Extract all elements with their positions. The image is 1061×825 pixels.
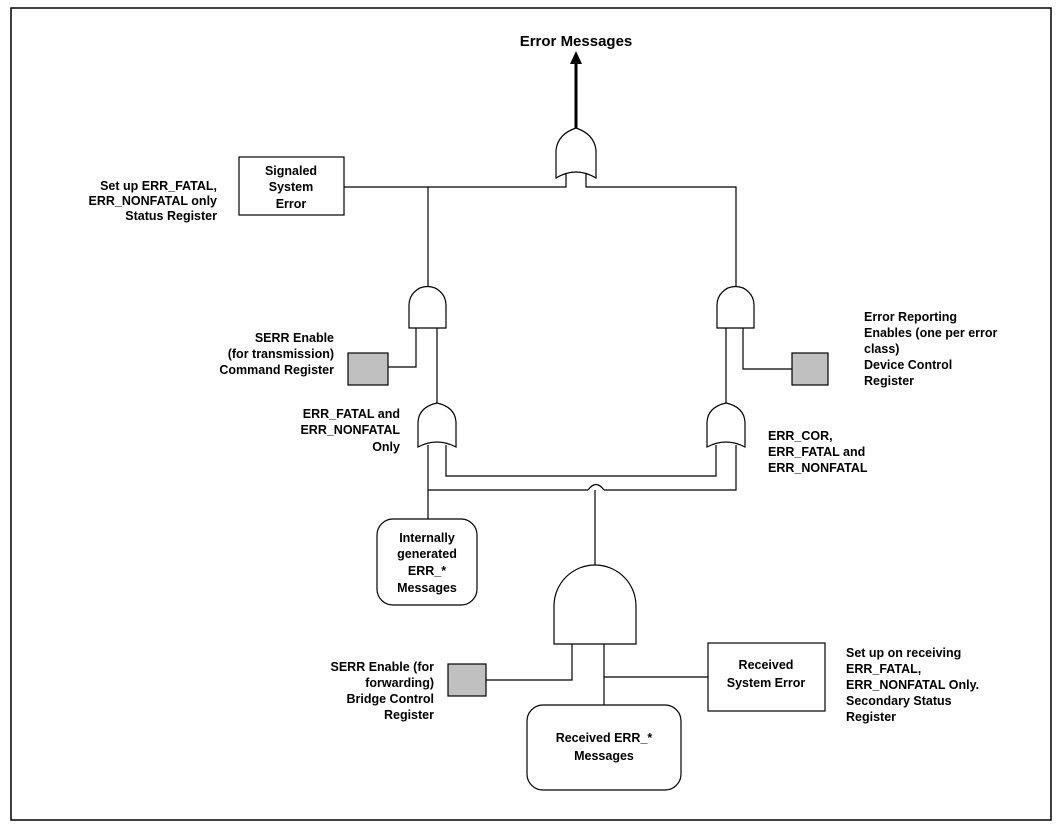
svg-text:(for transmission): (for transmission) xyxy=(228,347,334,361)
svg-text:forwarding): forwarding) xyxy=(365,676,434,690)
svg-text:Set up ERR_FATAL,: Set up ERR_FATAL, xyxy=(100,179,217,193)
serr-forwarding-label: SERR Enable (for forwarding) Bridge Cont… xyxy=(331,660,435,722)
svg-text:ERR_FATAL,: ERR_FATAL, xyxy=(846,662,921,676)
received-system-error-label: Received System Error xyxy=(727,658,806,690)
svg-text:Command Register: Command Register xyxy=(219,363,334,377)
svg-text:ERR_COR,: ERR_COR, xyxy=(768,429,833,443)
setup-fatal-label: Set up ERR_FATAL, ERR_NONFATAL only Stat… xyxy=(89,179,218,223)
svg-text:Enables (one per error: Enables (one per error xyxy=(864,326,998,340)
internally-generated-label: Internally generated ERR_* Messages xyxy=(397,531,457,595)
svg-text:Signaled: Signaled xyxy=(265,164,317,178)
svg-text:Messages: Messages xyxy=(397,581,457,595)
svg-text:Bridge Control: Bridge Control xyxy=(347,692,435,706)
svg-text:ERR_NONFATAL Only.: ERR_NONFATAL Only. xyxy=(846,678,979,692)
svg-text:Messages: Messages xyxy=(574,749,634,763)
fatal-nonfatal-only-label: ERR_FATAL and ERR_NONFATAL Only xyxy=(300,407,400,454)
signaled-system-error-label: Signaled System Error xyxy=(265,164,317,211)
output-arrow-head xyxy=(570,51,582,64)
svg-text:ERR_*: ERR_* xyxy=(408,564,446,578)
top-or-gate xyxy=(555,127,597,180)
right-or-gate xyxy=(706,402,746,448)
svg-text:ERR_NONFATAL: ERR_NONFATAL xyxy=(300,423,400,437)
svg-text:generated: generated xyxy=(397,547,457,561)
wire-shared-internal-bus xyxy=(445,445,717,477)
serr-enable-transmission-square xyxy=(347,352,389,386)
wire-serr-transmission xyxy=(388,328,417,368)
svg-text:ERR_NONFATAL only: ERR_NONFATAL only xyxy=(89,194,218,208)
received-messages-label: Received ERR_* Messages xyxy=(556,731,653,763)
svg-text:System Error: System Error xyxy=(727,676,806,690)
svg-text:Register: Register xyxy=(846,710,896,724)
svg-text:Received: Received xyxy=(739,658,794,672)
left-and-gate xyxy=(408,285,447,329)
left-or-gate xyxy=(417,402,457,448)
wire-crossover-bridge xyxy=(587,483,605,491)
wire-top-or-left-input xyxy=(344,174,567,188)
svg-text:class): class) xyxy=(864,342,899,356)
svg-text:ERR_FATAL and: ERR_FATAL and xyxy=(303,407,400,421)
error-reporting-enable-square xyxy=(791,352,829,386)
svg-text:Error Reporting: Error Reporting xyxy=(864,310,957,324)
setup-receiving-label: Set up on receiving ERR_FATAL, ERR_NONFA… xyxy=(846,646,979,724)
received-system-error-box xyxy=(707,642,826,712)
svg-text:Only: Only xyxy=(372,440,400,454)
svg-text:System: System xyxy=(269,180,313,194)
diagram-border xyxy=(10,7,1052,821)
svg-text:ERR_NONFATAL: ERR_NONFATAL xyxy=(768,461,868,475)
svg-text:Error: Error xyxy=(276,197,307,211)
bottom-and-gate xyxy=(553,564,637,645)
right-and-gate xyxy=(716,285,755,329)
received-messages-box xyxy=(526,704,682,791)
svg-text:Device Control: Device Control xyxy=(864,358,952,372)
diagram-title: Error Messages xyxy=(520,33,633,50)
svg-text:Received ERR_*: Received ERR_* xyxy=(556,731,653,745)
svg-text:SERR Enable: SERR Enable xyxy=(255,331,334,345)
serr-enable-forwarding-square xyxy=(447,663,487,697)
svg-text:Set up on receiving: Set up on receiving xyxy=(846,646,961,660)
signaled-system-error-box xyxy=(238,156,345,216)
wire-serr-forwarding xyxy=(486,644,573,681)
svg-text:Status Register: Status Register xyxy=(125,209,217,223)
svg-text:Internally: Internally xyxy=(399,531,455,545)
svg-text:Register: Register xyxy=(384,708,434,722)
serr-transmission-label: SERR Enable (for transmission) Command R… xyxy=(219,331,334,377)
cor-fatal-nonfatal-label: ERR_COR, ERR_FATAL and ERR_NONFATAL xyxy=(768,429,868,475)
wire-error-reporting-enables xyxy=(742,328,792,370)
error-reporting-label: Error Reporting Enables (one per error c… xyxy=(864,310,998,388)
wire-right-or-input-b xyxy=(604,445,737,491)
wire-top-or-right-input xyxy=(585,174,737,290)
svg-text:ERR_FATAL and: ERR_FATAL and xyxy=(768,445,865,459)
svg-text:Secondary Status: Secondary Status xyxy=(846,694,952,708)
svg-text:Register: Register xyxy=(864,374,914,388)
internally-generated-box xyxy=(376,518,478,606)
svg-text:SERR Enable (for: SERR Enable (for xyxy=(331,660,435,674)
